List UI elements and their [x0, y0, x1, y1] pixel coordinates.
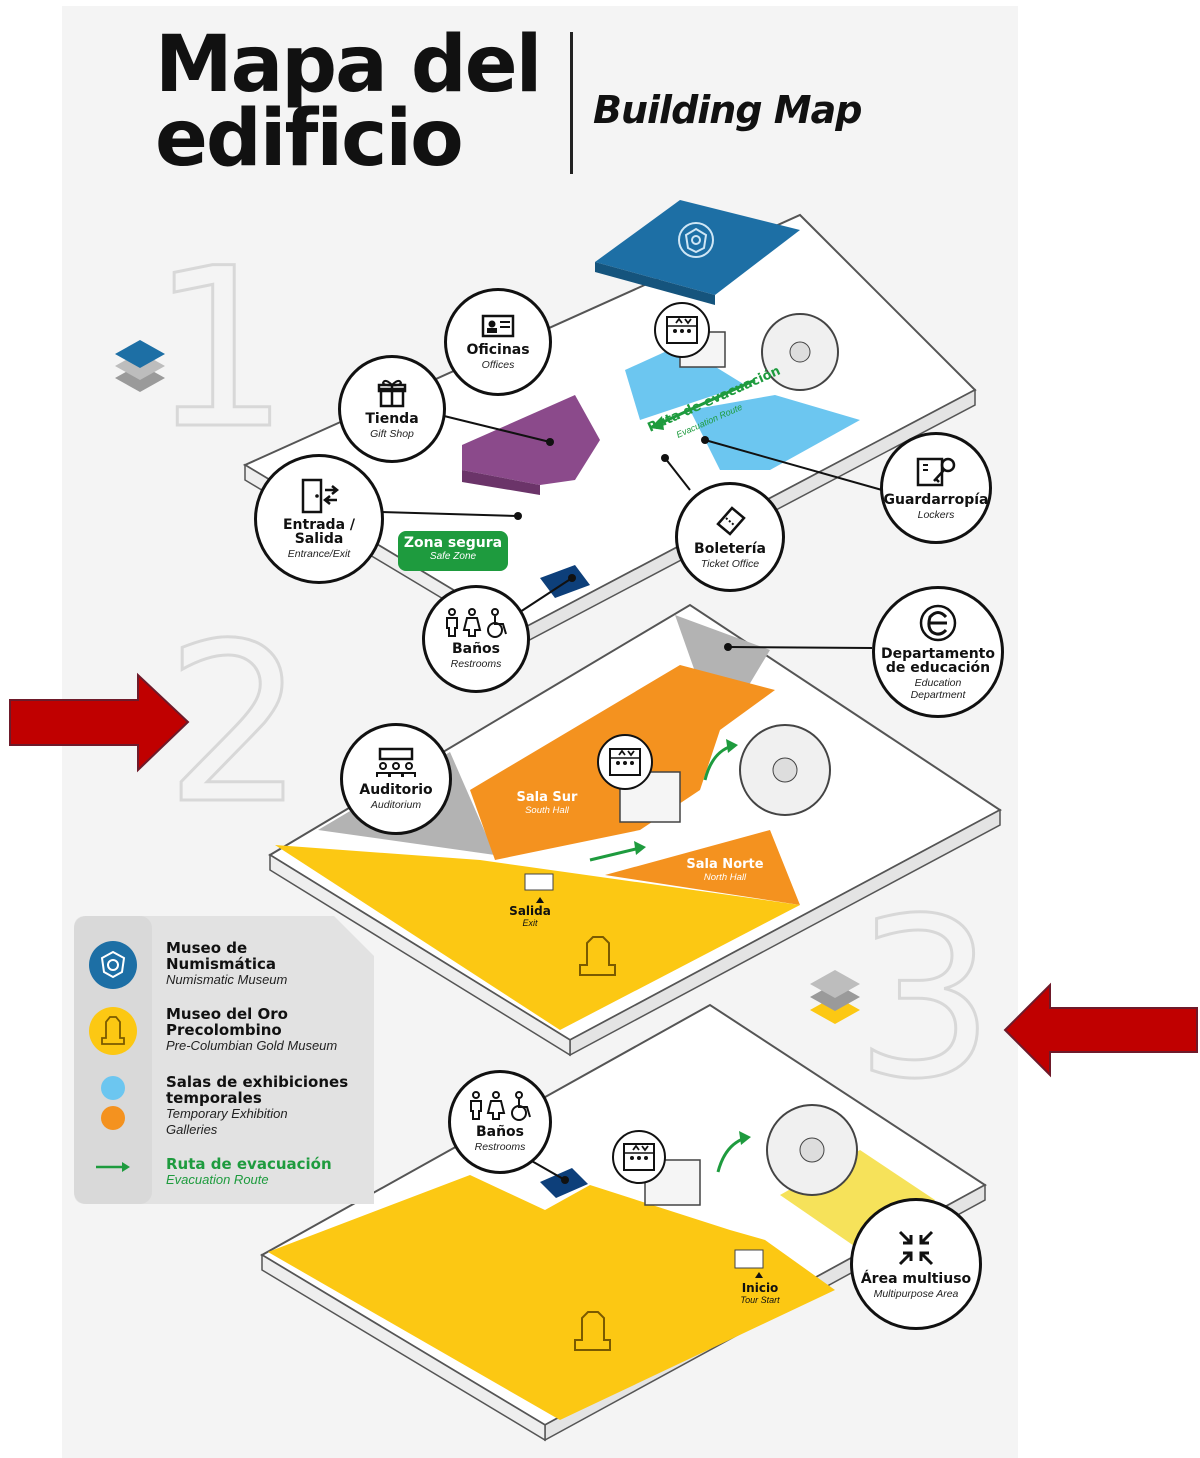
legend-evacuation-title: Ruta de evacuación: [166, 1155, 332, 1173]
door-exit-icon: [301, 478, 339, 514]
entrada-salida-label: Entrada / Salida: [282, 517, 356, 547]
floor-number-3: 3: [855, 871, 995, 1127]
multipurpose-icon: [898, 1230, 934, 1266]
educacion-sublabel: Education Department: [910, 677, 966, 701]
temp-gallery-dots-icon: [101, 1076, 125, 1130]
sala-norte-sublabel: North Hall: [703, 872, 747, 883]
callout-area-multiuso[interactable]: Área multiuso Multipurpose Area: [850, 1198, 982, 1330]
evacuation-arrow-icon: [96, 1162, 130, 1172]
safe-zone-badge[interactable]: Zona segura Safe Zone: [398, 531, 508, 571]
restroom-icon: [446, 608, 507, 638]
salida-label-group: Salida Exit: [500, 904, 560, 928]
banos-floor-1-label: Baños: [451, 641, 501, 657]
callout-tienda[interactable]: Tienda Gift Shop: [338, 355, 446, 463]
callout-oficinas[interactable]: Oficinas Offices: [444, 288, 552, 396]
id-card-icon: [481, 314, 515, 338]
educacion-label: Departamento de educación: [881, 646, 995, 676]
elevator-icon-floor-2: [597, 734, 653, 790]
safe-zone-sublabel: Safe Zone: [429, 551, 477, 562]
entrada-salida-sublabel: Entrance/Exit: [287, 548, 351, 560]
banos-floor-3-sublabel: Restrooms: [474, 1141, 526, 1153]
legend-gold-title: Museo del Oro Precolombino: [166, 1005, 288, 1039]
salida-label: Salida: [509, 904, 551, 918]
callout-auditorio[interactable]: Auditorio Auditorium: [340, 723, 452, 835]
inicio-label: Inicio: [741, 1281, 779, 1295]
guardarropia-label: Guardarropía: [883, 492, 989, 508]
callout-educacion[interactable]: Departamento de educación Education Depa…: [872, 586, 1004, 718]
gold-figure-icon: [89, 1007, 137, 1055]
title-divider: [570, 32, 573, 174]
legend-gold-sub: Pre-Columbian Gold Museum: [166, 1038, 338, 1053]
floor-3-layers-icon: [810, 970, 860, 1024]
gift-icon: [377, 379, 407, 408]
sala-sur-label: Sala Sur: [516, 790, 578, 805]
sala-norte-label-group: Sala Norte North Hall: [680, 857, 770, 883]
oficinas-label: Oficinas: [466, 342, 530, 358]
floor-2-gold-museum-area: [275, 845, 800, 1030]
boleteria-label: Boletería: [694, 541, 766, 557]
callout-banos-floor-3[interactable]: Baños Restrooms: [448, 1070, 552, 1174]
inicio-label-group: Inicio Tour Start: [722, 1281, 798, 1305]
legend-numismatic-sub: Numismatic Museum: [166, 972, 288, 987]
boleteria-sublabel: Ticket Office: [700, 558, 760, 570]
numismatic-icon: [89, 941, 137, 989]
sala-norte-label: Sala Norte: [686, 857, 764, 872]
floor-1-gift-shop-room: [462, 395, 600, 485]
red-arrow-floor-3: [1003, 982, 1198, 1078]
map-title-spanish: Mapa del edificio: [155, 20, 542, 184]
legend-temp-title: Salas de exhibiciones temporales: [166, 1073, 349, 1107]
floor-2-north-hall: [605, 830, 800, 905]
floor-3-gold-museum-area: [268, 1175, 835, 1420]
restroom-icon: [470, 1091, 531, 1121]
tienda-label: Tienda: [365, 411, 419, 427]
callout-entrada-salida[interactable]: Entrada / Salida Entrance/Exit: [254, 454, 384, 584]
banos-floor-1-sublabel: Restrooms: [450, 658, 502, 670]
auditorio-label: Auditorio: [359, 782, 433, 798]
floor-1-layers-icon: [115, 340, 165, 392]
floor-number-1: 1: [150, 221, 290, 477]
floor-3-plan: [260, 1003, 987, 1442]
guardarropia-sublabel: Lockers: [917, 509, 955, 521]
tienda-sublabel: Gift Shop: [370, 428, 414, 440]
inicio-sublabel: Tour Start: [740, 1295, 780, 1305]
multiuso-sublabel: Multipurpose Area: [873, 1288, 959, 1300]
legend: Museo de Numismática Numismatic Museum M…: [74, 916, 374, 1204]
sala-sur-label-group: Sala Sur South Hall: [502, 790, 592, 816]
callout-guardarropia[interactable]: Guardarropía Lockers: [880, 432, 992, 544]
auditorio-sublabel: Auditorium: [370, 799, 422, 811]
elevator-icon-floor-3: [612, 1130, 666, 1184]
legend-numismatic-title: Museo de Numismática: [166, 939, 277, 973]
locker-key-icon: [916, 457, 956, 487]
safe-zone-label: Zona segura: [403, 535, 503, 551]
multiuso-label: Área multiuso: [860, 1271, 972, 1287]
map-title-english: Building Map: [593, 88, 862, 132]
floor-3-gold-figure-icon: [574, 1311, 611, 1351]
numismatic-badge-icon: [678, 222, 714, 258]
sala-sur-sublabel: South Hall: [525, 805, 569, 816]
callout-boleteria[interactable]: Boletería Ticket Office: [675, 482, 785, 592]
salida-sublabel: Exit: [522, 918, 538, 928]
legend-temp-sub: Temporary Exhibition Galleries: [166, 1106, 288, 1137]
legend-panel-bg: [74, 916, 374, 1204]
auditorium-icon: [376, 747, 416, 777]
ticket-icon: [716, 506, 746, 536]
oficinas-sublabel: Offices: [481, 359, 515, 371]
banos-floor-3-label: Baños: [475, 1124, 525, 1140]
elevator-icon-floor-1: [654, 302, 710, 358]
education-e-icon: [919, 604, 957, 642]
red-arrow-floor-2: [9, 672, 190, 773]
floor-2-gold-figure-icon: [579, 936, 616, 976]
legend-evacuation-sub: Evacuation Route: [166, 1172, 269, 1187]
callout-banos-floor-1[interactable]: Baños Restrooms: [422, 585, 530, 693]
